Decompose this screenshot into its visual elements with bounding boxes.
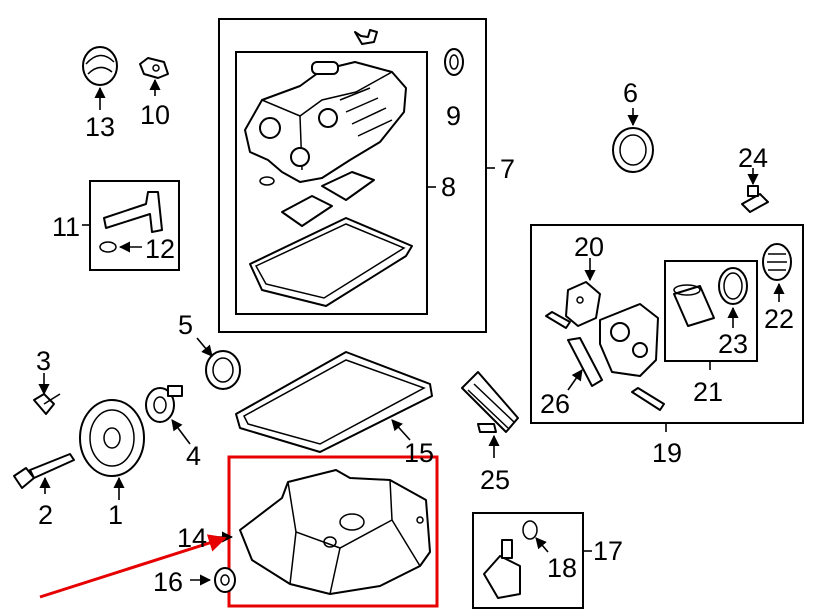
callout-24: 24 (738, 143, 768, 173)
part-oil-filter-housing (599, 303, 659, 377)
box-valve-cover (235, 51, 428, 315)
callout-25: 25 (480, 465, 510, 495)
callout-7: 7 (500, 154, 515, 184)
part-16-drain-plug (214, 567, 236, 593)
callout-9: 9 (446, 101, 461, 131)
callout-3: 3 (36, 346, 51, 376)
callout-11: 11 (52, 212, 80, 242)
part-1-pulley (79, 399, 145, 477)
callout-22: 22 (764, 304, 794, 334)
callout-2: 2 (38, 500, 53, 530)
callout-8: 8 (441, 172, 456, 202)
part-21-oil-filter (673, 284, 715, 327)
part-17-sensor (483, 539, 521, 599)
callout-16: 16 (153, 567, 183, 597)
part-26-gasket (567, 337, 603, 387)
callout-10: 10 (140, 100, 170, 130)
part-6-crankshaft-seal (612, 127, 654, 173)
part-4-damper (145, 385, 183, 423)
part-3-bolt (33, 393, 61, 415)
part-bolt-lower (631, 387, 665, 411)
part-2-bolt (13, 453, 75, 489)
part-valve-cover (244, 61, 407, 183)
part-valve-cover-clip (354, 29, 378, 45)
box-21 (664, 260, 758, 362)
part-9-seal (444, 48, 464, 76)
callout-26: 26 (540, 389, 570, 419)
red-arrow (39, 534, 227, 599)
box-17 (472, 512, 584, 609)
callout-19: 19 (652, 438, 682, 468)
part-23-seal (718, 267, 748, 305)
callout-14: 14 (177, 523, 207, 553)
callout-15: 15 (404, 438, 434, 468)
part-5-seal (205, 350, 241, 390)
callout-6: 6 (623, 78, 638, 108)
part-11-tube (103, 191, 163, 233)
part-24-sensor (741, 185, 769, 213)
callout-4: 4 (186, 441, 201, 471)
part-14-oil-pan (239, 469, 431, 595)
callout-17: 17 (593, 536, 623, 566)
part-10-gasket (139, 57, 169, 79)
part-valve-cover-gaskets (249, 171, 413, 307)
callout-23: 23 (718, 329, 748, 359)
callout-21: 21 (693, 377, 723, 407)
part-valve-cover-small-gasket (259, 176, 275, 186)
part-25-oil-cooler (461, 371, 519, 433)
callout-20: 20 (574, 232, 604, 262)
callout-5: 5 (178, 310, 193, 340)
part-12-o-ring (99, 241, 117, 253)
part-20-bracket (565, 281, 601, 327)
box-19 (530, 224, 804, 424)
part-22-filter-cap (762, 243, 792, 281)
part-18-o-ring (522, 520, 538, 540)
callout-13: 13 (85, 112, 115, 142)
part-13-oil-filler-cap (82, 46, 118, 86)
part-15-oil-pan-gasket (235, 351, 433, 453)
callout-12: 12 (145, 234, 175, 264)
callout-1: 1 (108, 500, 123, 530)
box-valve-cover-assembly (218, 18, 487, 333)
part-bolt-left (545, 311, 571, 329)
callout-18: 18 (547, 553, 577, 583)
